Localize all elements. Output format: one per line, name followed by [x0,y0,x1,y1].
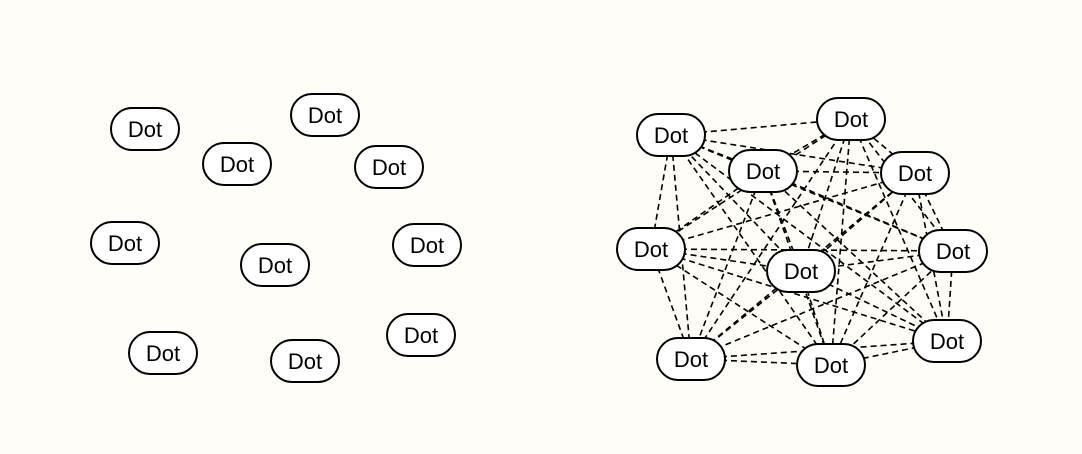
left-node-5: Dot [90,221,160,265]
left-node-10: Dot [270,339,340,383]
node-shape [128,331,198,375]
node-label: Dot [634,237,668,262]
node-label: Dot [372,155,406,180]
right-node-3: Dot [728,149,798,193]
edge-3-7 [762,170,802,272]
left-node-1: Dot [110,107,180,151]
left-node-8: Dot [128,331,198,375]
right-node-9: Dot [912,319,982,363]
left-node-3: Dot [202,142,272,186]
node-shape [270,339,340,383]
node-label: Dot [128,117,162,142]
node-shape [202,142,272,186]
node-shape [392,223,462,267]
node-label: Dot [930,329,964,354]
left-node-2: Dot [290,93,360,137]
node-shape [386,313,456,357]
right-node-10: Dot [796,343,866,387]
edge-1-4 [670,134,916,174]
node-shape [918,229,988,273]
edge-1-7 [670,134,802,272]
edge-1-9 [670,134,948,342]
node-label: Dot [898,161,932,186]
edge-6-10 [830,250,954,366]
edge-6-8 [690,250,954,360]
edge-2-7 [800,118,852,272]
left-node-9: Dot [386,313,456,357]
node-shape [110,107,180,151]
node-shape [912,319,982,363]
edge-3-9 [762,170,948,342]
edge-4-5 [650,172,916,250]
right-node-1: Dot [636,113,706,157]
node-shape [728,149,798,193]
node-shape [616,227,686,271]
node-label: Dot [288,349,322,374]
node-shape [290,93,360,137]
node-label: Dot [146,341,180,366]
node-shape [880,151,950,195]
node-label: Dot [220,152,254,177]
right-node-4: Dot [880,151,950,195]
left-node-4: Dot [354,145,424,189]
edge-3-8 [690,170,764,360]
node-shape [636,113,706,157]
node-label: Dot [834,107,868,132]
node-shape [656,337,726,381]
right-node-7: Dot [766,249,836,293]
node-label: Dot [258,253,292,278]
edge-2-9 [850,118,948,342]
edge-5-9 [650,248,948,342]
node-label: Dot [404,323,438,348]
node-label: Dot [784,259,818,284]
node-shape [796,343,866,387]
edge-5-10 [650,248,832,366]
left-node-6: Dot [392,223,462,267]
edge-3-6 [762,170,954,252]
right-node-5: Dot [616,227,686,271]
node-shape [354,145,424,189]
node-label: Dot [108,231,142,256]
edge-2-8 [690,118,852,360]
edge-4-10 [830,172,916,366]
right-node-8: Dot [656,337,726,381]
right-node-2: Dot [816,97,886,141]
node-shape [90,221,160,265]
edge-8-9 [690,340,948,360]
node-shape [240,243,310,287]
node-label: Dot [654,123,688,148]
node-label: Dot [410,233,444,258]
node-label: Dot [814,353,848,378]
left-node-7: Dot [240,243,310,287]
node-shape [766,249,836,293]
node-shape [816,97,886,141]
node-label: Dot [674,347,708,372]
node-label: Dot [936,239,970,264]
right-node-6: Dot [918,229,988,273]
node-label: Dot [308,103,342,128]
node-label: Dot [746,159,780,184]
